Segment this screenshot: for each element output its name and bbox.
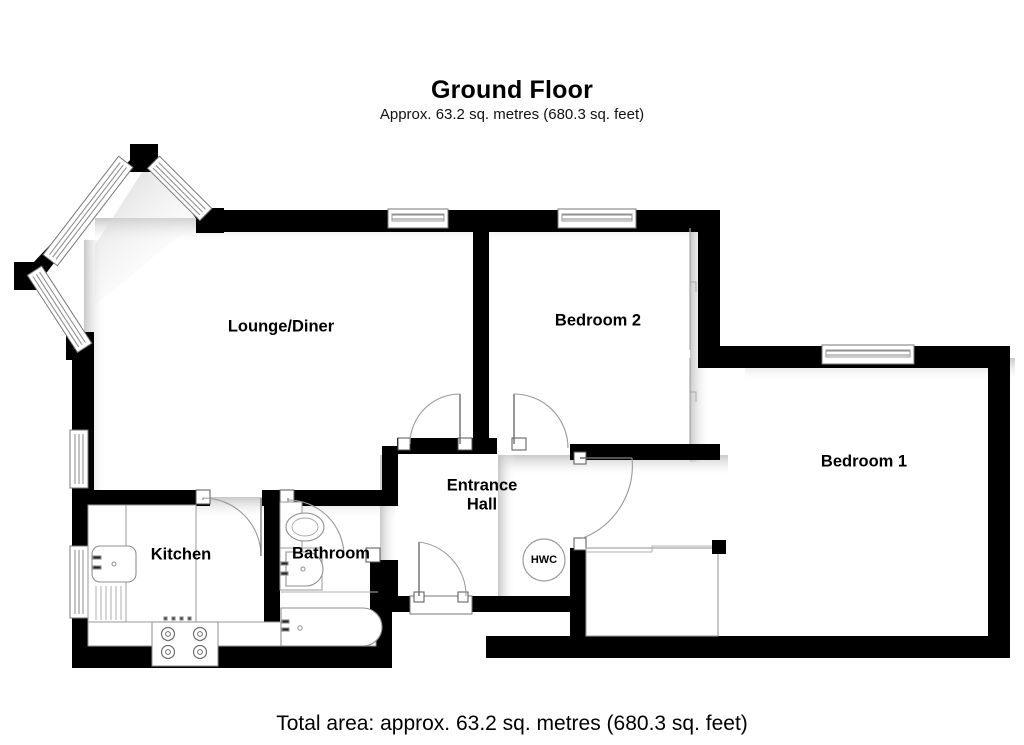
kitchen-drainer	[95, 586, 127, 620]
wall-hall-east	[570, 548, 586, 640]
doors	[195, 393, 633, 615]
hwc-label: HWC	[530, 554, 558, 566]
window-bedroom2-north	[557, 208, 637, 229]
window-bay-upper-left	[42, 155, 134, 267]
bedroom1-wardrobe	[585, 540, 726, 637]
wall-south-west	[72, 646, 392, 668]
wall-lounge-kitchen	[86, 490, 210, 506]
front-door	[409, 541, 473, 615]
window-lounge-west	[69, 429, 89, 489]
page-title: Ground Floor	[430, 76, 594, 104]
door-bedroom1-to-hall	[573, 451, 633, 551]
window-bay-upper-right	[146, 155, 213, 222]
bathroom-basin	[279, 547, 324, 591]
bathroom-toilet	[279, 501, 325, 549]
wall-bedroom1-east	[988, 346, 1010, 658]
windows	[26, 155, 915, 619]
page-subtitle: Approx. 63.2 sq. metres (680.3 sq. feet)	[379, 106, 645, 123]
wall-bedroom2-step	[698, 346, 720, 368]
bathroom-bathtub	[280, 591, 383, 647]
wall-lounge-hall-base	[397, 438, 497, 454]
wall-bedroom2-south	[570, 444, 720, 460]
wall-south-east	[486, 636, 1010, 658]
hwc-cylinder	[522, 538, 566, 582]
wall-bedroom2-east	[698, 210, 720, 360]
total-area-footer: Total area: approx. 63.2 sq. metres (680…	[276, 712, 748, 735]
wall-lounge-hall	[473, 228, 489, 446]
wall-hall-south	[470, 596, 574, 612]
door-kitchen	[195, 489, 262, 557]
bedroom2-wardrobe-upper	[689, 228, 697, 350]
fixtures	[87, 228, 726, 667]
wall-hall-west	[382, 446, 398, 506]
door-bedroom2-to-hall	[511, 393, 569, 451]
kitchen-sink	[91, 545, 137, 583]
bedroom2-wardrobe-lower	[689, 358, 697, 444]
window-lounge-north	[387, 208, 449, 229]
wall-hall-west-lower	[382, 560, 398, 612]
door-lounge-to-hall	[397, 393, 473, 451]
interior-shading	[84, 160, 1015, 658]
wall-north-main	[196, 210, 720, 232]
window-bay-lower-left	[26, 265, 93, 354]
kitchen-hob	[151, 616, 219, 667]
window-bedroom1-north	[821, 344, 915, 365]
window-kitchen-west	[69, 545, 89, 619]
